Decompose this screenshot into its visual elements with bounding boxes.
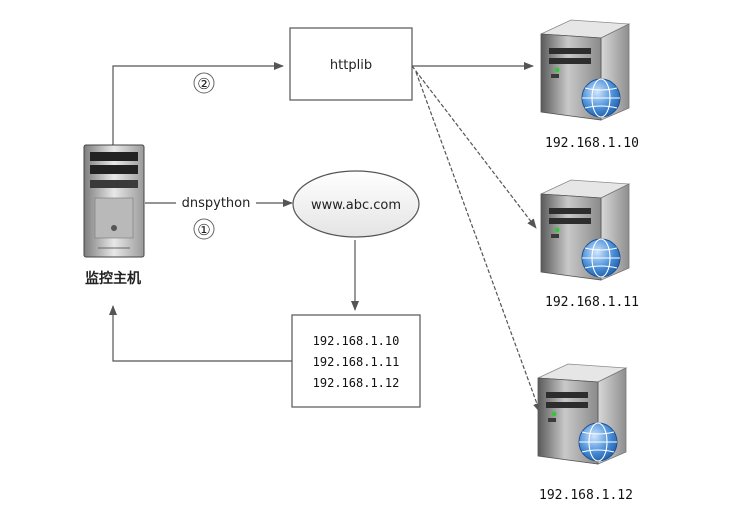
dns-edge-label-bg bbox=[176, 192, 256, 212]
dns-node bbox=[292, 170, 420, 238]
server-icon bbox=[540, 179, 630, 281]
step-1-badge bbox=[193, 218, 215, 240]
server-ip-label: 192.168.1.12 bbox=[539, 488, 633, 503]
edge-iplist-to-host bbox=[109, 305, 292, 362]
monitor-host-icon bbox=[83, 144, 145, 258]
ip-list-item: 192.168.1.11 bbox=[313, 355, 400, 369]
server-ip-label: 192.168.1.10 bbox=[545, 136, 639, 151]
dns-node-label: www.abc.com bbox=[311, 198, 401, 213]
server-icon bbox=[540, 19, 630, 121]
edge-httplib-to-server-3 bbox=[415, 71, 541, 413]
server-ip-label: 192.168.1.11 bbox=[545, 295, 639, 310]
step-2-badge bbox=[193, 72, 215, 94]
monitor-host-label: 监控主机 bbox=[85, 270, 141, 287]
httplib-box bbox=[289, 27, 413, 101]
step-2-label: ② bbox=[197, 75, 210, 93]
step-1-label: ① bbox=[197, 221, 210, 239]
ip-list-box bbox=[291, 314, 421, 408]
server-icon bbox=[537, 363, 627, 465]
ip-list-item: 192.168.1.10 bbox=[313, 334, 400, 348]
dns-edge-label: dnspython bbox=[182, 196, 251, 211]
edge-httplib-to-server-2 bbox=[411, 65, 537, 229]
ip-list-item: 192.168.1.12 bbox=[313, 376, 400, 390]
httplib-label: httplib bbox=[330, 58, 372, 73]
edge-host-to-httplib bbox=[112, 62, 284, 145]
